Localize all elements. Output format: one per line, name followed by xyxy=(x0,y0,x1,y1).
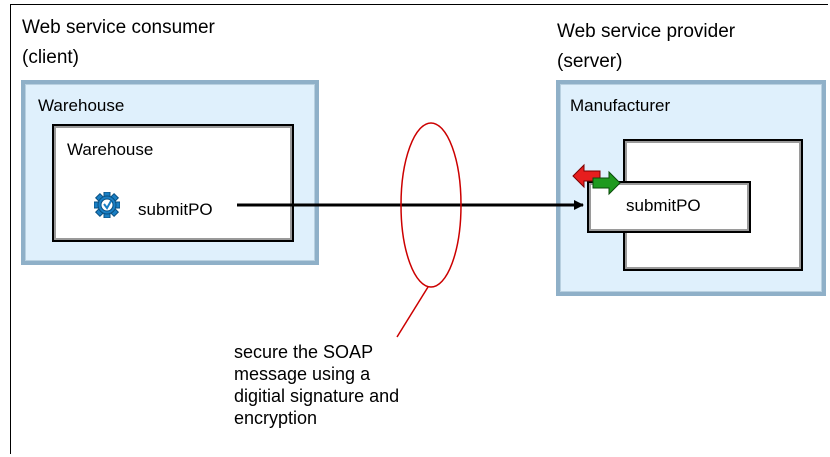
provider-operation-label: submitPO xyxy=(626,196,701,215)
bidirectional-arrow-icon xyxy=(572,163,621,196)
provider-heading-line2: (server) xyxy=(557,51,623,72)
annotation-line2: message using a xyxy=(234,364,371,384)
annotation-line1: secure the SOAP xyxy=(234,342,374,362)
provider-heading-line1: Web service provider xyxy=(557,21,736,42)
provider-region-title: Manufacturer xyxy=(570,96,671,115)
frame-left-border xyxy=(10,4,11,454)
frame-top-border xyxy=(10,4,828,5)
consumer-inner-box: Warehouse xyxy=(52,124,294,242)
provider-operation-box: submitPO xyxy=(587,181,751,233)
consumer-region-title: Warehouse xyxy=(38,96,125,115)
consumer-heading-line2: (client) xyxy=(22,47,80,68)
consumer-operation-label: submitPO xyxy=(138,200,213,219)
consumer-region: Warehouse Warehouse xyxy=(21,80,319,265)
consumer-inner-box-title: Warehouse xyxy=(67,140,154,159)
gear-icon xyxy=(93,191,121,219)
annotation-line3: digitial signature and xyxy=(234,386,400,406)
annotation-leader-line xyxy=(396,286,429,338)
consumer-heading-line1: Web service consumer xyxy=(22,17,215,38)
annotation-line4: encryption xyxy=(234,408,318,428)
security-ellipse xyxy=(400,122,462,288)
